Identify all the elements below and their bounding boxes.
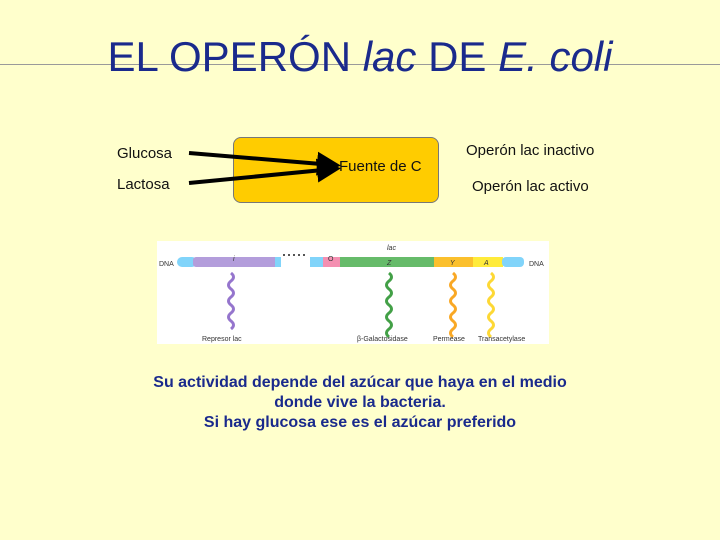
lactosa-label: Lactosa — [117, 176, 170, 193]
gene-a-segment — [473, 257, 503, 267]
permease-protein — [449, 271, 457, 339]
gene-o-label: O — [328, 256, 334, 263]
glucosa-arrow — [188, 151, 341, 176]
lac-operon-figure: DNA DNA lac i O Z Y A Represor lac β-Gal… — [157, 241, 549, 344]
dna-gap-segment — [275, 257, 281, 267]
transacetylase-label: Transacetylase — [478, 336, 525, 343]
gene-a-label: A — [483, 260, 489, 267]
galactosidase-protein — [385, 271, 393, 339]
lactosa-arrow — [188, 158, 341, 185]
gene-y-label: Y — [450, 260, 456, 267]
dna-left-segment — [177, 257, 197, 267]
gene-z-segment — [340, 257, 435, 267]
gene-z-label: Z — [386, 260, 392, 267]
explanation-line-3: Si hay glucosa ese es el azúcar preferid… — [203, 414, 517, 431]
permease-label: Permease — [433, 336, 465, 343]
glucosa-label: Glucosa — [117, 145, 173, 162]
operon-inactive-label: Operón lac inactivo — [466, 142, 595, 159]
explanation-line-2: donde vive la bacteria. — [274, 394, 446, 411]
dna-right-label: DNA — [529, 261, 544, 268]
repressor-protein — [227, 271, 235, 331]
dna-left-label: DNA — [159, 261, 174, 268]
dna-right-segment — [502, 257, 524, 267]
galactosidase-label: β-Galactosidase — [357, 336, 408, 343]
dna-mid-segment — [310, 257, 324, 267]
explanation-line-1: Su actividad depende del azúcar que haya… — [153, 374, 567, 391]
title-rule — [0, 64, 720, 65]
gene-o-segment — [323, 257, 341, 267]
page-title: EL OPERÓN lac DE E. coli — [107, 33, 613, 80]
transacetylase-protein — [487, 271, 495, 339]
box-label: Fuente de C — [339, 158, 422, 175]
gene-y-segment — [434, 257, 474, 267]
repressor-label: Represor lac — [202, 336, 242, 343]
operon-active-label: Operón lac activo — [472, 178, 589, 195]
gene-i-segment — [193, 257, 279, 267]
lac-label: lac — [387, 245, 396, 252]
explanation-text: Su actividad depende del azúcar que haya… — [80, 373, 640, 433]
gene-i-label: i — [233, 256, 235, 263]
